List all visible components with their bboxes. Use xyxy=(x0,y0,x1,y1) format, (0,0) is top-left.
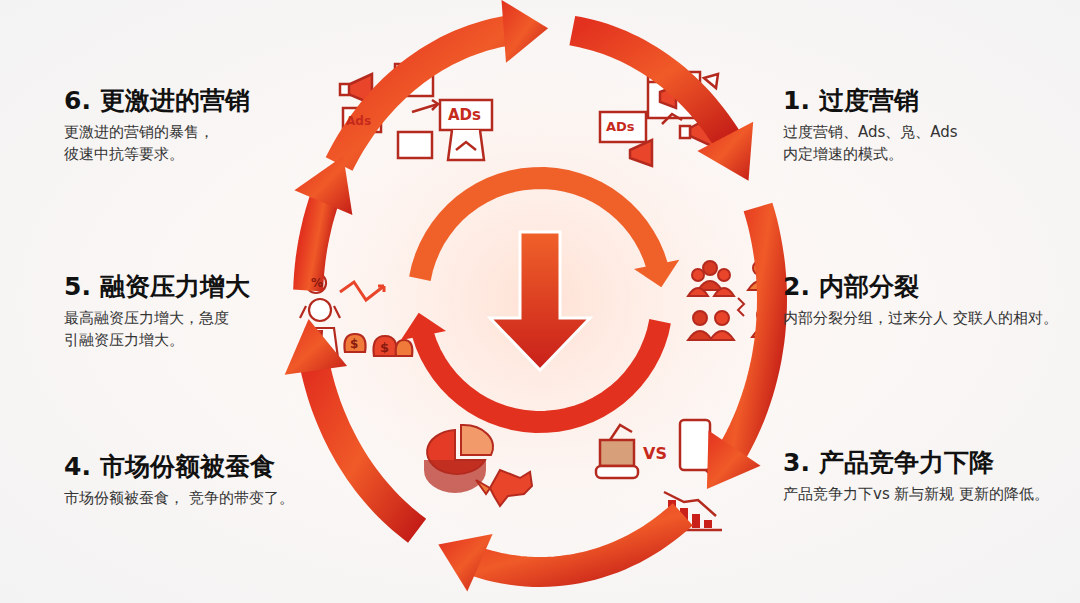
step-description: 更激进的营销的暴售， 彼速中抗等要求。 xyxy=(64,122,300,166)
step-box: 1. 过度营销过度营销、Ads、凫、Ads 内定增速的模式。 xyxy=(783,86,1063,166)
icon-label: $ xyxy=(380,341,389,354)
ring-arrow-head xyxy=(697,122,753,181)
ring-arrow-head xyxy=(285,319,347,375)
inner-arrow xyxy=(420,178,657,279)
icon-label: ADs xyxy=(448,108,481,123)
step-box: 6. 更激进的营销更激进的营销的暴售， 彼速中抗等要求。 xyxy=(64,86,300,166)
inner-arrow xyxy=(423,321,660,422)
competition-icon xyxy=(596,420,722,530)
ring-arrow-head xyxy=(502,0,549,63)
step-description: 内部分裂分组，过来分人 交联人的相对。 xyxy=(783,308,1063,330)
glow xyxy=(240,0,840,600)
icon-label: Ads xyxy=(346,115,371,127)
icon-label: % xyxy=(311,277,323,289)
icon-label: ADs xyxy=(606,120,635,133)
ring-arrow xyxy=(476,514,683,572)
inner-arrow-head xyxy=(401,313,446,341)
step-heading: 3. 产品竞争力下降 xyxy=(783,448,1063,478)
ring-arrow xyxy=(308,198,325,290)
ring-arrow-head xyxy=(707,431,761,489)
down-arrow xyxy=(490,232,590,370)
icon-label: $ xyxy=(350,338,358,350)
step-box: 3. 产品竞争力下降产品竞争力下vs 新与新规 更新的降低。 xyxy=(783,448,1063,506)
market-share-icon xyxy=(425,425,532,506)
step-description: 产品竞争力下vs 新与新规 更新的降低。 xyxy=(783,484,1063,506)
ring-arrow-head xyxy=(294,156,352,215)
step-description: 过度营销、Ads、凫、Ads 内定增速的模式。 xyxy=(783,122,1063,166)
step-description: 最高融资压力增大，急度 引融资压力增大。 xyxy=(64,308,300,352)
step-heading: 4. 市场份额被蚕食 xyxy=(64,452,300,482)
inner-arrow-head xyxy=(634,260,679,288)
icon-label: VS xyxy=(643,446,667,462)
step-box: 4. 市场份额被蚕食市场份额被蚕食， 竞争的带变了。 xyxy=(64,452,300,510)
step-heading: 2. 内部分裂 xyxy=(783,272,1063,302)
ring-arrow xyxy=(339,31,508,164)
step-heading: 5. 融资压力增大 xyxy=(64,272,300,302)
step-box: 2. 内部分裂内部分裂分组，过来分人 交联人的相对。 xyxy=(783,272,1063,330)
ring-arrow xyxy=(732,207,772,452)
step-description: 市场份额被蚕食， 竞争的带变了。 xyxy=(64,488,300,510)
step-heading: 6. 更激进的营销 xyxy=(64,86,300,116)
ring-arrow xyxy=(572,31,727,141)
step-box: 5. 融资压力增大最高融资压力增大，急度 引融资压力增大。 xyxy=(64,272,300,352)
ring-arrow-head xyxy=(438,534,492,592)
ring-arrow xyxy=(315,366,417,531)
step-heading: 1. 过度营销 xyxy=(783,86,1063,116)
